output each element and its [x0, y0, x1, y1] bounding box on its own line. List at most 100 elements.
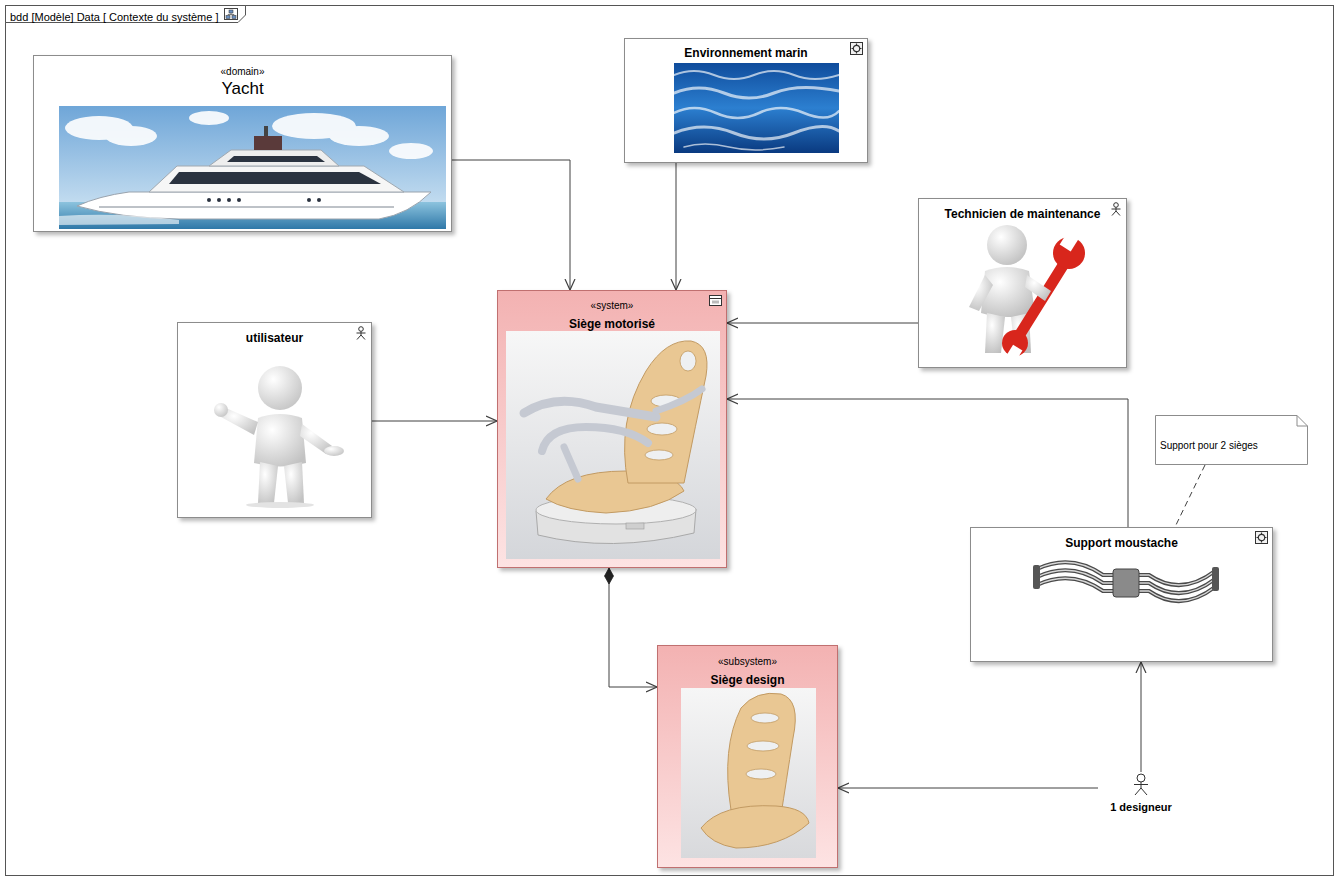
moustache-support-picture [1031, 553, 1221, 613]
text-holder: utilisateur [178, 323, 371, 346]
sea-picture [674, 63, 839, 153]
sea-picture-part [684, 144, 784, 150]
sea-picture-part [674, 108, 839, 118]
actor-figure-part [1134, 782, 1148, 795]
user-figure [208, 358, 348, 508]
actor-figure-part [1137, 774, 1145, 782]
technician-figure-part [1006, 345, 1022, 361]
actor-icon-part [1112, 207, 1121, 215]
bdd-icon-part [228, 13, 234, 16]
seat-picture-part [681, 688, 816, 858]
chair-picture [506, 331, 720, 559]
system-icon-part [710, 298, 722, 299]
stereotype-label: «system» [591, 300, 634, 312]
block-name: Environnement marin [684, 46, 807, 60]
block-name: utilisateur [246, 331, 303, 345]
seat-picture-part [746, 713, 779, 779]
association-arrow [727, 399, 1128, 527]
yacht-picture-part [59, 106, 446, 229]
moustache-support-picture-part [1212, 567, 1219, 591]
text-holder: Support moustache [971, 528, 1272, 551]
seat-picture-part [751, 713, 779, 723]
chair-picture-part [564, 447, 578, 479]
text-holder: Support pour 2 sièges [1155, 415, 1308, 453]
seat-picture-part [747, 741, 779, 751]
user-figure-part [258, 462, 278, 503]
yacht-picture-part [237, 198, 241, 202]
yacht-picture-part [307, 198, 311, 202]
yacht-picture-part [254, 136, 282, 150]
association-arrow [452, 160, 570, 290]
yacht-picture-part [77, 192, 431, 219]
diagram-title: bdd [Modèle] Data [ Contexte du système … [10, 11, 219, 24]
yacht-picture-part [207, 198, 321, 202]
association-arrow [676, 163, 677, 290]
chair-picture-part [524, 401, 656, 417]
text-line: «domain» [42, 60, 443, 79]
sea-picture-part [674, 71, 839, 79]
note-box: Support pour 2 sièges [1155, 415, 1308, 465]
moustache-support-picture-part [1033, 565, 1040, 589]
block-icon-part [1258, 534, 1264, 540]
user-figure-part [324, 446, 344, 456]
association-arrow [1141, 662, 1142, 772]
block-icon-part [1256, 532, 1268, 544]
technician-figure-part [1017, 259, 1067, 339]
yacht-picture-part [169, 172, 381, 184]
technician-figure-part [1060, 231, 1080, 251]
text-holder: Technicien de maintenance [919, 199, 1126, 222]
anchor-line [1175, 465, 1205, 527]
yacht-picture-part [99, 207, 394, 208]
association-arrow [727, 323, 918, 324]
stereotype-label: «subsystem» [718, 656, 777, 668]
yacht-picture-part [317, 198, 321, 202]
technician-figure-part [987, 225, 1027, 265]
sea-picture-part [674, 126, 839, 139]
yacht-picture-part [329, 126, 389, 146]
bdd-icon-part [232, 16, 236, 19]
text-line: «system» [516, 294, 708, 313]
text-holder: «subsystem»Siège design [658, 646, 837, 688]
text-holder: 1 designeur [1098, 772, 1184, 815]
block-icon [1255, 531, 1268, 544]
environment-block: Support moustache [970, 527, 1273, 662]
actor-figure [1098, 772, 1184, 796]
chair-picture-part [524, 389, 702, 479]
seat-picture-part [728, 693, 796, 815]
seat-picture [681, 688, 816, 858]
system-block: «system»Siège motorisé [497, 290, 727, 568]
yacht-picture-part [264, 126, 268, 136]
moustache-support-picture-part [1113, 569, 1139, 597]
chair-picture-part [680, 351, 696, 371]
environment-block: Environnement marin [624, 38, 868, 163]
sea-picture-part [674, 63, 839, 153]
yacht-picture-part [105, 126, 157, 146]
actor-block: utilisateur [177, 322, 372, 518]
block-icon [850, 42, 863, 55]
bdd-icon-part [225, 9, 238, 20]
text-line: «subsystem» [668, 650, 827, 669]
domain-block: «domain»Yacht [33, 55, 452, 232]
technician-figure-part [1025, 275, 1051, 301]
text-holder: «system»Siège motorisé [498, 291, 726, 332]
chair-picture-part [647, 423, 677, 435]
block-name: 1 designeur [1110, 801, 1172, 814]
yacht-picture-part [59, 215, 179, 225]
association-arrow [609, 568, 657, 687]
moustache-support-picture-part [1037, 562, 1215, 601]
text-holder: «domain»Yacht [34, 56, 451, 100]
stereotype-label: «domain» [221, 66, 265, 78]
actor-icon-part [359, 327, 364, 332]
chair-picture-part [656, 389, 702, 411]
yacht-picture-part [227, 198, 231, 202]
yacht-picture-part [207, 198, 211, 202]
text-line: utilisateur [196, 327, 353, 346]
technician-figure [959, 221, 1089, 361]
text-line: Siège motorisé [516, 313, 708, 332]
association-arrow [372, 421, 497, 422]
bdd-icon-part [226, 16, 230, 19]
block-name: Support moustache [1065, 536, 1178, 550]
chair-picture-part [542, 427, 648, 451]
